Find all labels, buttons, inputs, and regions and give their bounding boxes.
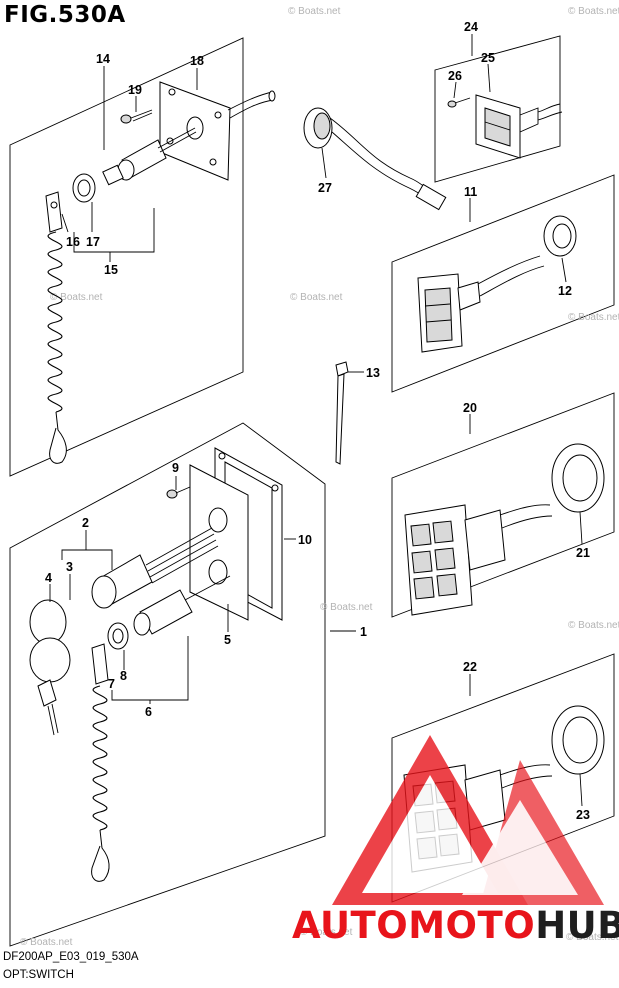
- leader-lines: [49, 34, 583, 807]
- group-box-20: [391, 392, 615, 618]
- switch-panel-11: [417, 255, 545, 353]
- logo-triangle-inner: [362, 775, 498, 893]
- ring-nut-21: [551, 443, 605, 513]
- ring-nut-23: [551, 705, 605, 775]
- label-12: 12: [558, 284, 572, 298]
- screw-9: [166, 486, 191, 499]
- watermark: © Boats.net: [288, 6, 341, 17]
- key-switch-2: [91, 527, 219, 609]
- label-16: 16: [66, 235, 80, 249]
- stop-switch-5: [133, 575, 231, 636]
- watermark: © Boats.net: [20, 937, 73, 948]
- group-box-1: [9, 422, 326, 947]
- watermark: © Boats.net: [320, 602, 373, 613]
- cable-tie-13: [335, 361, 349, 465]
- label-20: 20: [463, 401, 477, 415]
- screw-19: [120, 109, 153, 124]
- lanyard-7: [91, 643, 110, 882]
- label-10: 10: [298, 533, 312, 547]
- figure-code: DF200AP_E03_019_530A: [3, 951, 139, 963]
- watermark: © Boats.net: [566, 932, 619, 943]
- screw-26: [447, 97, 471, 108]
- watermark: © Boats.net: [300, 927, 353, 938]
- watermark: © Boats.net: [290, 292, 343, 303]
- logo-text-automoto: AUTOMOTO: [292, 904, 535, 947]
- label-6: 6: [145, 705, 152, 719]
- part-labels: 1 2 3 4 5 6 7 8 9 10 11 12 13 14 15 16 1…: [45, 20, 590, 822]
- mounting-plate-10: [189, 447, 283, 621]
- label-25: 25: [481, 51, 495, 65]
- label-14: 14: [96, 52, 110, 66]
- watermark: © Boats.net: [50, 292, 103, 303]
- logo-text: AUTOMOTOHUB: [292, 904, 619, 947]
- label-23: 23: [576, 808, 590, 822]
- figure-title: FIG.530A: [4, 2, 126, 28]
- watermark: © Boats.net: [568, 312, 619, 323]
- logo-text-hub: HUB: [535, 904, 619, 947]
- label-13: 13: [366, 366, 380, 380]
- label-8: 8: [120, 669, 127, 683]
- switch-panel-20: [404, 504, 553, 616]
- label-19: 19: [128, 83, 142, 97]
- nut-17: [72, 173, 96, 203]
- nut-8: [107, 622, 129, 650]
- label-7: 7: [108, 677, 115, 691]
- label-21: 21: [576, 546, 590, 560]
- label-4: 4: [45, 571, 52, 585]
- label-3: 3: [66, 560, 73, 574]
- watermarks: © Boats.net © Boats.net © Boats.net © Bo…: [20, 6, 619, 948]
- logo-triangle-right-inner: [462, 800, 578, 895]
- label-11: 11: [464, 185, 477, 199]
- label-22: 22: [463, 660, 477, 674]
- label-17: 17: [86, 235, 100, 249]
- figure-name: OPT:SWITCH: [3, 969, 74, 981]
- watermark: © Boats.net: [568, 6, 619, 17]
- lanyard-16: [45, 191, 67, 464]
- nut-ring-12: [543, 215, 577, 257]
- switch-panel-25: [475, 94, 563, 159]
- group-box-14: [9, 37, 244, 477]
- group-box-11: [391, 174, 615, 393]
- label-18: 18: [190, 54, 204, 68]
- label-5: 5: [224, 633, 231, 647]
- label-9: 9: [172, 461, 179, 475]
- watermark: © Boats.net: [568, 620, 619, 631]
- label-26: 26: [448, 69, 462, 83]
- group-box-24: [434, 35, 561, 183]
- stop-switch-15: [102, 127, 197, 186]
- label-2: 2: [82, 516, 89, 530]
- harness-27: [303, 107, 447, 211]
- bracket-plate-18: [159, 81, 276, 181]
- label-1: 1: [360, 625, 367, 639]
- label-27: 27: [318, 181, 332, 195]
- key-ring-4: [29, 599, 71, 736]
- automotohub-logo: AUTOMOTOHUB: [292, 735, 619, 947]
- label-15: 15: [104, 263, 118, 277]
- label-24: 24: [464, 20, 478, 34]
